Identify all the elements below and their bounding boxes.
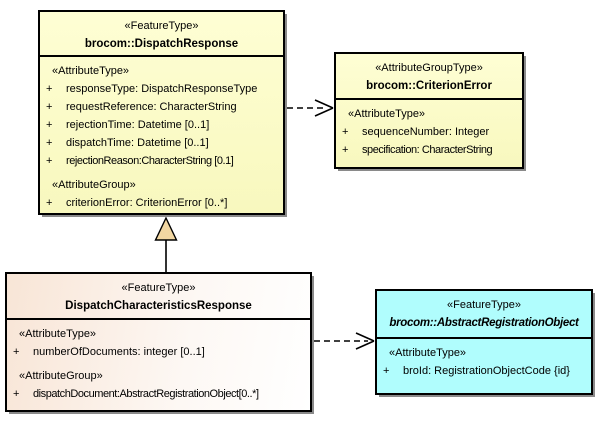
class-attributes-compartment: «AttributeType» + sequenceNumber: Intege… — [336, 100, 522, 159]
attr-broId: + broId: RegistrationObjectCode {id} — [377, 362, 591, 380]
attr-dispatchTime: + dispatchTime: Datetime [0..1] — [40, 134, 283, 152]
class-header: «FeatureType» brocom::DispatchResponse — [40, 12, 283, 57]
visibility-marker: + — [342, 144, 349, 156]
attr-dispatchDocument: + dispatchDocument:AbstractRegistrationO… — [7, 385, 310, 403]
section-stereotype: «AttributeGroup» — [52, 179, 136, 191]
visibility-marker: + — [13, 388, 20, 400]
visibility-marker: + — [13, 346, 20, 358]
class-stereotype: «FeatureType» — [447, 299, 521, 311]
dependency-dispatchcharacteristics-abstractregistrationobject — [314, 332, 375, 350]
class-attributes-compartment: «AttributeType» + responseType: Dispatch… — [40, 57, 283, 212]
attr-specification: + specification: CharacterString — [336, 141, 522, 159]
attr-sequenceNumber: + sequenceNumber: Integer — [336, 123, 522, 141]
generalization-dispatchcharacteristics-dispatchresponse — [154, 216, 178, 272]
attr-criterionError: + criterionError: CriterionError [0..*] — [40, 194, 283, 212]
visibility-marker: + — [46, 119, 53, 131]
class-header: «FeatureType» brocom::AbstractRegistrati… — [377, 291, 591, 339]
class-title: brocom::CriterionError — [366, 80, 492, 92]
class-attributes-compartment: «AttributeType» + broId: RegistrationObj… — [377, 339, 591, 380]
class-attributes-compartment: «AttributeType» + numberOfDocuments: int… — [7, 320, 310, 403]
visibility-marker: + — [46, 155, 53, 167]
class-title: DispatchCharacteristicsResponse — [65, 300, 252, 312]
section-stereotype: «AttributeType» — [348, 108, 426, 120]
attr-responseType: + responseType: DispatchResponseType — [40, 80, 283, 98]
visibility-marker: + — [46, 137, 53, 149]
visibility-marker: + — [46, 197, 53, 209]
visibility-marker: + — [342, 126, 349, 138]
attr-rejectionTime: + rejectionTime: Datetime [0..1] — [40, 116, 283, 134]
attr-rejectionReason: + rejectionReason:CharacterString [0.1] — [40, 152, 283, 170]
section-stereotype: «AttributeType» — [52, 65, 130, 77]
dependency-dispatchresponse-criterionerror — [287, 99, 334, 117]
class-stereotype: «FeatureType» — [124, 20, 199, 32]
class-box-dispatch-response[interactable]: «FeatureType» brocom::DispatchResponse «… — [38, 10, 285, 215]
section-stereotype: «AttributeType» — [19, 328, 97, 340]
attr-requestReference: + requestReference: CharacterString — [40, 98, 283, 116]
section-stereotype: «AttributeType» — [389, 347, 467, 359]
attr-numberOfDocuments: + numberOfDocuments: integer [0..1] — [7, 343, 310, 361]
class-box-dispatch-characteristics-response[interactable]: «FeatureType» DispatchCharacteristicsRes… — [5, 272, 312, 412]
class-box-criterion-error[interactable]: «AttributeGroupType» brocom::CriterionEr… — [334, 52, 524, 169]
class-header: «AttributeGroupType» brocom::CriterionEr… — [336, 54, 522, 100]
visibility-marker: + — [383, 365, 390, 377]
class-title: brocom::DispatchResponse — [84, 38, 239, 50]
class-title: brocom::AbstractRegistrationObject — [389, 317, 579, 329]
visibility-marker: + — [46, 101, 53, 113]
class-stereotype: «AttributeGroupType» — [375, 62, 483, 74]
class-header: «FeatureType» DispatchCharacteristicsRes… — [7, 274, 310, 320]
visibility-marker: + — [46, 83, 53, 95]
class-box-abstract-registration-object[interactable]: «FeatureType» brocom::AbstractRegistrati… — [375, 289, 593, 395]
section-stereotype: «AttributeGroup» — [19, 370, 103, 382]
class-stereotype: «FeatureType» — [121, 282, 196, 294]
